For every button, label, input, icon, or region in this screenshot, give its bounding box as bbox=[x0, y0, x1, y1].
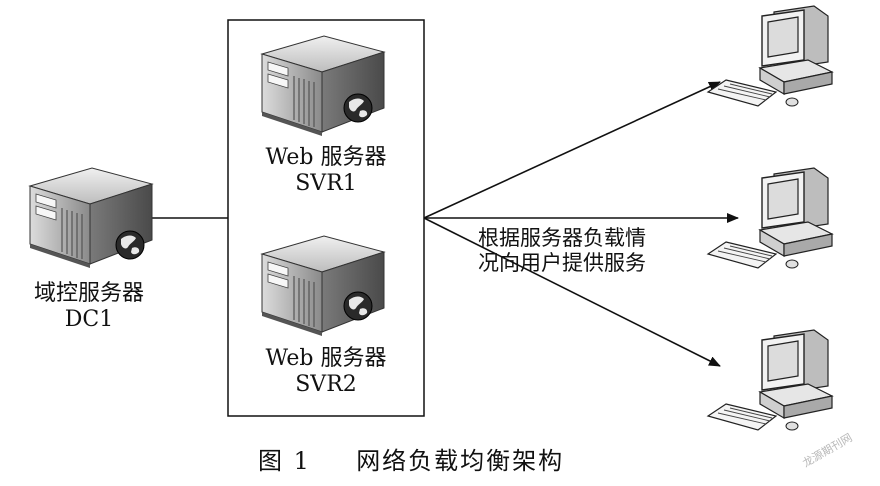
web-server-2-name: Web 服务器 bbox=[265, 346, 387, 371]
globe-icon bbox=[343, 291, 373, 321]
distribution-note-line-2: 况向用户提供服务 bbox=[478, 251, 646, 276]
client-computer-3-icon bbox=[707, 329, 833, 431]
web-server-2-id: SVR2 bbox=[295, 372, 357, 398]
distribution-note: 根据服务器负载情 况向用户提供服务 bbox=[478, 226, 646, 276]
web-server-1-id: SVR1 bbox=[295, 171, 357, 197]
web-server-2-icon bbox=[261, 235, 385, 337]
domain-controller-label: 域控服务器 DC1 bbox=[14, 281, 164, 334]
domain-controller-id: DC1 bbox=[64, 307, 114, 333]
web-server-1-label: Web 服务器 SVR1 bbox=[228, 145, 424, 198]
figure-number: 图 1 bbox=[258, 447, 311, 475]
arrow-to-client-3 bbox=[423, 217, 721, 367]
web-server-1-icon bbox=[261, 35, 385, 137]
web-server-2-label: Web 服务器 SVR2 bbox=[228, 346, 424, 399]
domain-controller-name: 域控服务器 bbox=[33, 281, 144, 306]
globe-icon bbox=[343, 93, 373, 123]
arrow-to-client-1 bbox=[423, 81, 721, 219]
client-computer-1-icon bbox=[707, 5, 833, 107]
figure-title: 网络负载均衡架构 bbox=[356, 447, 565, 475]
globe-icon bbox=[115, 230, 145, 260]
figure-caption: 图 1 网络负载均衡架构 bbox=[258, 447, 564, 476]
web-server-1-name: Web 服务器 bbox=[265, 145, 387, 170]
domain-controller-server-icon bbox=[29, 167, 153, 269]
distribution-note-line-1: 根据服务器负载情 bbox=[478, 226, 646, 250]
